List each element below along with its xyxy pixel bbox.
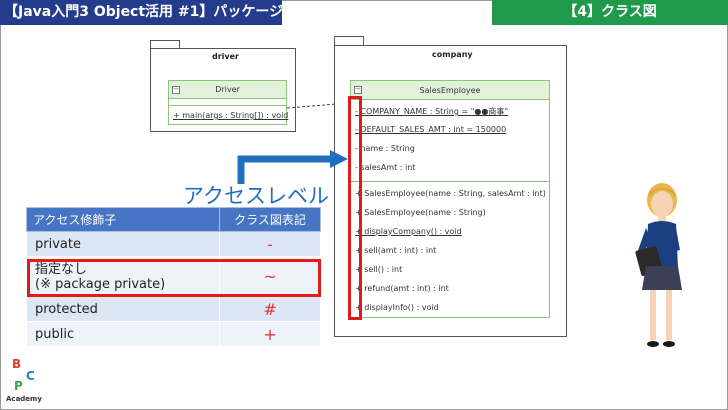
operation-item: + sell(amt : int) : int — [355, 246, 437, 255]
salesemployee-class-header: − SalesEmployee — [351, 81, 549, 100]
driver-class-header: − Driver — [169, 81, 286, 99]
class-divider — [169, 105, 286, 106]
slide-title: 【Java入門3 Object活用 #1】パッケージ — [0, 0, 283, 25]
person-illustration — [635, 183, 682, 347]
company-package-name: company — [432, 50, 473, 59]
access-level-table: アクセス修飾子 クラス図表記 private - 指定なし(※ package … — [25, 207, 321, 347]
visibility-highlight — [348, 96, 362, 320]
attribute-item: - DEFAULT_SALES_AMT : int = 150000 — [355, 125, 507, 134]
driver-class[interactable]: − Driver + main(args : String[]) : void — [168, 80, 289, 125]
logo-letter: B — [12, 357, 22, 371]
operation-item: + SalesEmployee(name : String, salesAmt … — [355, 189, 546, 198]
modifier-note: (※ package private) — [35, 276, 166, 292]
operation-item: + SalesEmployee(name : String) — [355, 208, 486, 217]
table-header-notation: クラス図表記 — [219, 207, 321, 232]
collapse-icon[interactable]: − — [354, 85, 362, 94]
symbol-cell: # — [219, 296, 321, 322]
modifier-cell: public — [25, 321, 221, 347]
logo-letter: P — [14, 379, 23, 393]
salesemployee-class[interactable]: − SalesEmployee - COMPANY_NAME : String … — [350, 80, 550, 318]
modifier-cell: 指定なし(※ package private) — [25, 256, 221, 297]
collapse-icon[interactable]: − — [172, 85, 180, 94]
table-row: protected # — [25, 296, 321, 322]
operation-item: + refund(amt : int) : int — [355, 284, 449, 293]
table-row: public + — [25, 321, 321, 347]
package-private-highlight — [27, 259, 321, 297]
modifier-text: 指定なし — [35, 261, 88, 277]
modifier-cell: private — [25, 231, 221, 257]
bcp-academy-logo: B C P Academy — [6, 357, 48, 407]
attribute-item: - salesAmt : int — [355, 163, 416, 172]
access-level-title: アクセスレベル — [183, 184, 329, 208]
symbol-cell: ~ — [219, 256, 321, 297]
attribute-item: - name : String — [355, 144, 415, 153]
salesemployee-class-name: SalesEmployee — [419, 86, 481, 95]
attribute-item: - COMPANY_NAME : String = "●●商事" — [355, 107, 509, 116]
driver-class-name: Driver — [215, 85, 240, 94]
symbol-cell: + — [219, 321, 321, 347]
table-row: private - — [25, 231, 321, 257]
logo-text: Academy — [6, 395, 42, 403]
modifier-cell: protected — [25, 296, 221, 322]
operation-item: + sell() : int — [355, 265, 403, 274]
table-header-modifier: アクセス修飾子 — [25, 207, 221, 232]
table-header-row: アクセス修飾子 クラス図表記 — [25, 207, 321, 232]
pointer-arrow — [237, 150, 348, 184]
operation-item: + displayCompany() : void — [355, 227, 462, 236]
logo-letter: C — [26, 369, 35, 383]
table-row: 指定なし(※ package private) ~ — [25, 256, 321, 297]
symbol-cell: - — [219, 231, 321, 257]
driver-main-method: + main(args : String[]) : void — [173, 111, 289, 120]
section-title: 【4】クラス図 — [492, 0, 728, 25]
driver-package-name: driver — [212, 52, 239, 61]
class-divider — [351, 181, 549, 182]
operation-item: + displayInfo() : void — [355, 303, 439, 312]
